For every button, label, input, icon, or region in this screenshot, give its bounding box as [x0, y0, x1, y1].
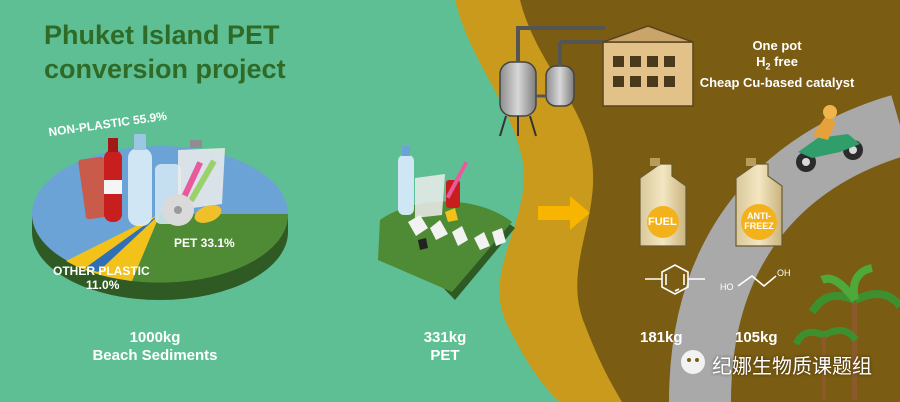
pet-share-label: PET 33.1% [174, 236, 235, 250]
h2-subscript: 2 [765, 61, 771, 72]
wechat-logo-icon [681, 350, 705, 374]
antifreeze-jug-label: ANTI- FREEZ [743, 211, 775, 231]
fuel-jug-label: FUEL [648, 216, 677, 228]
fuel-jug [639, 158, 687, 247]
other-plastic-share: 11.0% [86, 278, 120, 292]
glycol-amount: 105kg [735, 329, 778, 346]
process-arrow [538, 196, 590, 230]
watermark-text: 纪娜生物质课题组 [712, 356, 872, 378]
sediments-quantity: 1000kg Beach Sediments [60, 329, 250, 365]
pet-quantity: 331kg PET [400, 329, 490, 365]
h2-free-text: free [770, 54, 798, 69]
pie-slice-other-plastic [66, 214, 160, 281]
aromatic-molecule-structure [645, 264, 705, 295]
h2-symbol: H [756, 54, 766, 69]
title-line-1: Phuket Island PET [44, 20, 280, 50]
glycol-oh-label: OH [777, 268, 791, 278]
other-plastic-label: OTHER PLASTIC [53, 264, 150, 278]
process-note-h2-free: H2 free [664, 54, 890, 75]
process-notes: One pot H2 free Cheap Cu-based catalyst [664, 38, 890, 91]
factory-illustration [499, 25, 694, 137]
pet-label: PET [430, 347, 460, 364]
pet-pie-slice [378, 146, 515, 300]
process-note-one-pot: One pot [752, 38, 802, 53]
fuel-amount: 181kg [640, 329, 683, 346]
pet-amount: 331kg [423, 329, 467, 346]
ethylene-glycol-structure [737, 274, 777, 288]
glycol-ho-label: HO [720, 282, 734, 292]
palm-trees [792, 264, 900, 400]
sediments-label: Beach Sediments [92, 347, 218, 364]
sediments-amount: 1000kg [129, 329, 181, 346]
pie-slice-accent [85, 214, 160, 272]
antifreeze-jug [735, 158, 783, 247]
antifreeze-label-line-2: FREEZ [744, 221, 774, 231]
process-note-catalyst: Cheap Cu-based catalyst [699, 74, 855, 90]
antifreeze-label-line-1: ANTI- [747, 211, 771, 221]
beach-trash-pile [78, 134, 225, 226]
pie-slice-pet [132, 214, 289, 283]
motorbike-rider-icon [796, 105, 863, 172]
title-line-2: conversion project [44, 54, 286, 84]
